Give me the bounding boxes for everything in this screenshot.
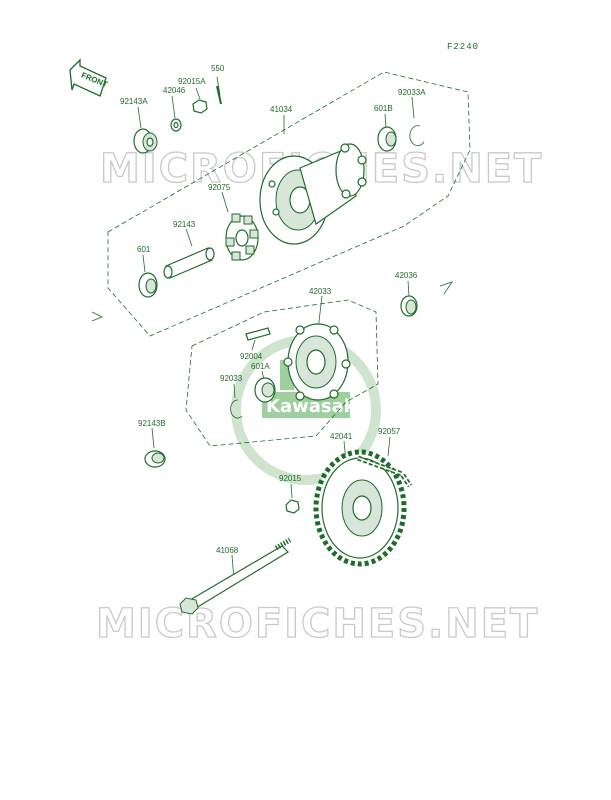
leader-601: [142, 254, 146, 273]
ref-mark-left: [91, 311, 103, 322]
label-92057: 92057: [378, 427, 401, 436]
label-92015A: 92015A: [178, 77, 206, 86]
label-92143B: 92143B: [138, 419, 166, 428]
label-601B: 601B: [374, 104, 393, 113]
leader-92015: [290, 483, 293, 499]
label-92004: 92004: [240, 352, 263, 361]
label-550: 550: [211, 64, 225, 73]
label-92033: 92033: [220, 374, 243, 383]
label-601: 601: [137, 245, 151, 254]
leader-92143: [185, 228, 193, 247]
hub-assembly-outline: [107, 71, 471, 337]
label-42036: 42036: [395, 271, 418, 280]
leader-550: [216, 76, 221, 96]
washer-42046-hole: [173, 121, 179, 129]
label-41034: 41034: [270, 105, 293, 114]
pin-550: [216, 85, 222, 105]
leader-92143A: [137, 106, 142, 129]
label-92033A: 92033A: [398, 88, 426, 97]
rear-hub-41034: [259, 143, 367, 245]
spacer-92143: [165, 247, 213, 279]
leader-601B: [384, 113, 387, 129]
leader-92033: [233, 383, 236, 399]
label-92143A: 92143A: [120, 97, 148, 106]
nut-92015: [285, 499, 300, 514]
spacer-92143-end: [163, 265, 173, 279]
bearing-601-race: [145, 278, 157, 294]
leader-42046: [171, 95, 176, 119]
circlip-92033: [230, 399, 243, 419]
label-42046: 42046: [163, 86, 186, 95]
label-42033: 42033: [309, 287, 332, 296]
bearing-601B-race: [385, 131, 397, 147]
leader-92004: [251, 339, 256, 351]
ref-mark-right: [439, 281, 453, 295]
chain-92057: [357, 455, 413, 488]
front-arrow-icon: FRONT: [69, 58, 109, 97]
nut-92015A: [192, 99, 208, 114]
collar-42036-face: [405, 299, 417, 315]
diagram-code: F2240: [447, 42, 479, 52]
leader-92015A: [195, 87, 201, 100]
spacer-92143-end-right: [205, 247, 215, 261]
label-601A: 601A: [251, 362, 270, 371]
label-41068: 41068: [216, 546, 239, 555]
leader-42036: [407, 280, 410, 297]
damper-92075: [225, 213, 259, 261]
sprocket-42041: [313, 449, 407, 567]
label-92075: 92075: [208, 183, 231, 192]
axle-41068: [179, 537, 292, 615]
watermark-bottom: MICROFICHES.NET: [96, 601, 539, 647]
bearing-601A-race: [261, 382, 275, 398]
leader-92033A: [411, 96, 415, 119]
label-92015: 92015: [279, 474, 302, 483]
circlip-92033A: [409, 125, 425, 146]
leader-92143B: [151, 427, 155, 449]
collar-92143B-face: [151, 452, 165, 464]
stud-92004: [245, 327, 271, 341]
label-92143: 92143: [173, 220, 196, 229]
leader-92057: [387, 436, 391, 457]
label-42041: 42041: [330, 432, 353, 441]
leader-92075: [221, 191, 229, 213]
collar-92143A-hole: [146, 137, 154, 147]
coupling-assembly-outline: [185, 299, 379, 447]
coupling-42033: [283, 323, 351, 401]
